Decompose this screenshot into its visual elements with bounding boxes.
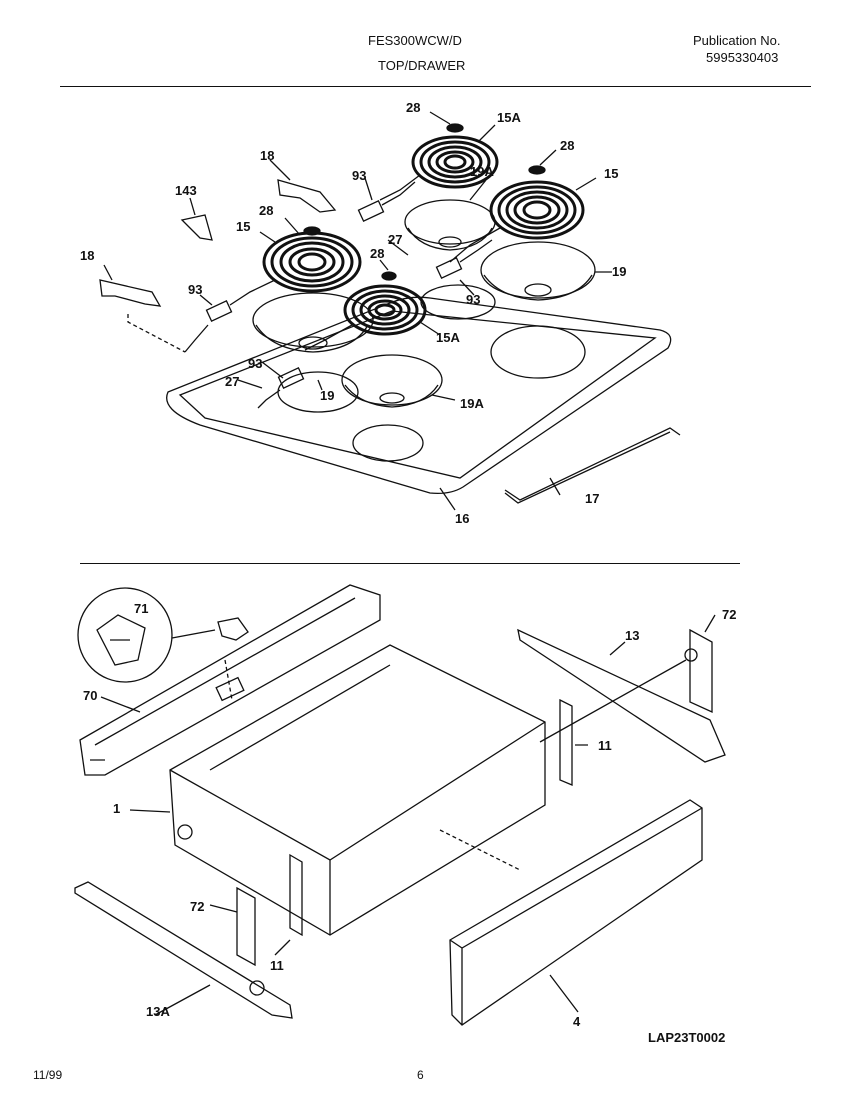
bracket-143 — [180, 214, 213, 241]
callout-93-top: 93 — [352, 168, 366, 183]
header-rule — [60, 86, 811, 87]
cooktop-panel — [166, 284, 672, 495]
surface-element-15a-mid — [304, 271, 427, 351]
callout-15-right: 15 — [604, 166, 618, 181]
callout-72-right: 72 — [722, 607, 736, 622]
callout-18-left: 18 — [80, 248, 94, 263]
callout-17: 17 — [585, 491, 599, 506]
callout-70: 70 — [83, 688, 97, 703]
drip-pan-19-right — [480, 241, 596, 301]
callout-4: 4 — [573, 1014, 581, 1029]
callout-11-left: 11 — [270, 958, 284, 973]
callout-28-b: 28 — [560, 138, 574, 153]
callout-13a: 13A — [146, 1004, 170, 1019]
drip-pan-19a-top — [404, 199, 496, 251]
callout-72-left: 72 — [190, 899, 204, 914]
bracket-11-right — [559, 698, 573, 786]
receptacle-93-low — [257, 367, 305, 409]
publication-label: Publication No. — [693, 33, 781, 48]
section-title: TOP/DRAWER — [378, 58, 466, 73]
callout-16: 16 — [455, 511, 469, 526]
drawing-reference: LAP23T0002 — [648, 1030, 726, 1045]
receptacle-93-left — [184, 300, 233, 353]
callout-93-mid: 93 — [466, 292, 480, 307]
callout-27-low: 27 — [225, 374, 239, 389]
callout-1: 1 — [113, 801, 120, 816]
drip-pan-19-left — [252, 292, 374, 353]
bracket-72-right — [689, 628, 713, 714]
callout-15a-mid: 15A — [436, 330, 460, 345]
slide-rail-13 — [517, 628, 726, 763]
callout-28-d: 28 — [370, 246, 384, 261]
callout-93-low: 93 — [248, 356, 262, 371]
callout-27-top: 27 — [388, 232, 402, 247]
callout-15a-top: 15A — [497, 110, 521, 125]
drawer-front-4 — [449, 799, 703, 1026]
receptacle-93-mid — [435, 239, 493, 279]
trim-strip-17 — [504, 427, 681, 504]
surface-element-15-right — [449, 165, 585, 263]
receptacle-93-top — [357, 181, 416, 222]
callout-19-low: 19 — [320, 388, 334, 403]
detail-circle-71 — [77, 587, 173, 683]
callout-13: 13 — [625, 628, 639, 643]
slide-rail-13a — [74, 881, 293, 1019]
bracket-18-left — [99, 279, 162, 307]
callout-28-c: 28 — [259, 203, 273, 218]
callout-93-left: 93 — [188, 282, 202, 297]
callout-19a-low: 19A — [460, 396, 484, 411]
bracket-72-left — [236, 886, 256, 967]
callout-19a-top: 19A — [470, 164, 494, 179]
callout-71: 71 — [134, 601, 148, 616]
publication-number: 5995330403 — [706, 50, 779, 65]
drawer-1 — [169, 644, 546, 936]
revision-date: 11/99 — [33, 1068, 63, 1082]
surface-element-15a-top — [379, 123, 499, 201]
bracket-18-top — [277, 179, 337, 213]
bracket-11-left — [289, 853, 303, 937]
callout-19-right: 19 — [612, 264, 626, 279]
surface-element-15-left — [229, 226, 362, 306]
callout-143: 143 — [175, 183, 197, 198]
page-number: 6 — [417, 1068, 424, 1082]
callout-28-a: 28 — [406, 100, 420, 115]
section-divider — [80, 563, 740, 564]
callout-11-right: 11 — [598, 738, 612, 753]
front-rail-70 — [79, 584, 381, 776]
drip-pan-19a-low — [341, 354, 443, 408]
clip-71 — [217, 617, 249, 641]
callout-15-left: 15 — [236, 219, 250, 234]
callout-18-top: 18 — [260, 148, 274, 163]
model-number: FES300WCW/D — [368, 33, 462, 48]
